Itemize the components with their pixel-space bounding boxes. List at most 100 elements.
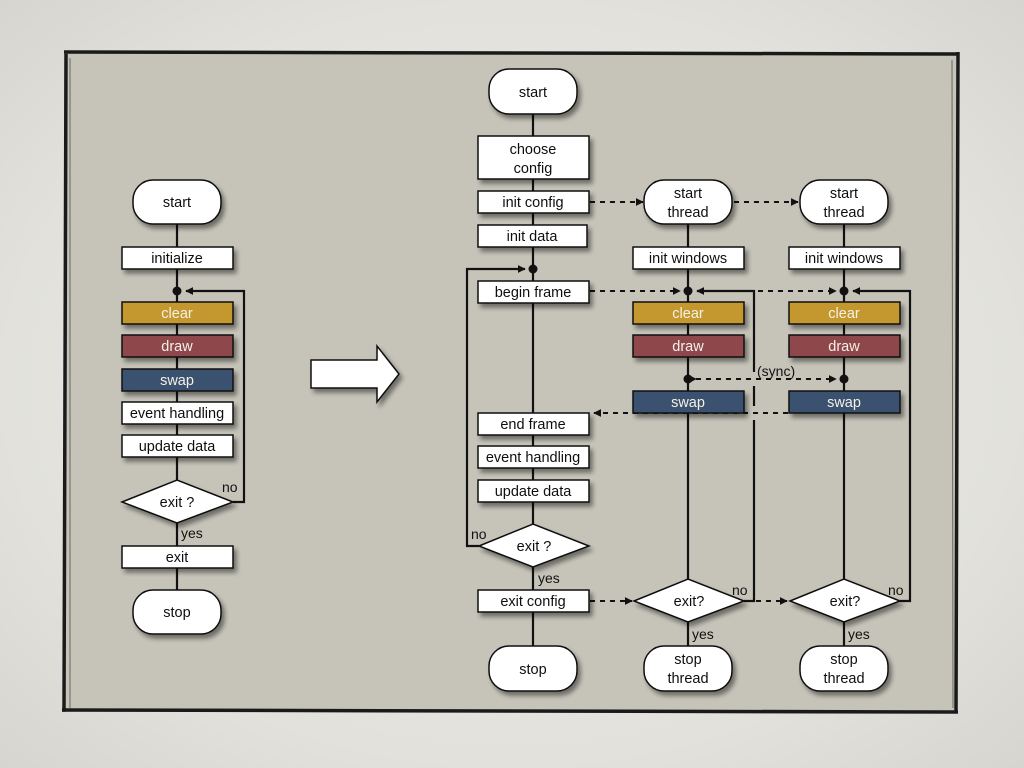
main-exit-decision[interactable]: exit ? (476, 523, 592, 568)
initialize-label: initialize (151, 251, 203, 267)
thread-2-stop-node[interactable]: stop thread (799, 645, 889, 692)
swap-box[interactable]: swap (121, 368, 234, 392)
junction-dot (172, 286, 182, 296)
exit-config-label: exit config (500, 594, 565, 610)
thread-2-clear-box[interactable]: clear (788, 301, 901, 325)
thread-2-no-label: no (888, 582, 904, 598)
thread-2-swap-box[interactable]: swap (788, 390, 901, 414)
exit-config-box[interactable]: exit config (477, 589, 590, 613)
draw-box[interactable]: draw (121, 334, 234, 358)
clear-label: clear (161, 306, 193, 322)
thread-2-exit-decision-label: exit? (830, 594, 861, 610)
event-handling-label: event handling (130, 406, 224, 422)
thread-1-stop-label-line2: thread (667, 671, 708, 687)
frame-loop-arrow (465, 265, 526, 548)
thread-2-stop-label-line2: thread (823, 671, 864, 687)
junction-dot (528, 264, 538, 274)
thread-1-init-windows-box[interactable]: init windows (632, 246, 745, 270)
stop-node[interactable]: stop (132, 589, 222, 635)
thread-2-init-windows-label: init windows (805, 251, 883, 267)
right-arrow-icon (310, 343, 400, 405)
thread-1-connectors (683, 224, 756, 646)
thread-1-draw-box[interactable]: draw (632, 334, 745, 358)
junction-dot (839, 286, 849, 296)
init-data-box[interactable]: init data (477, 224, 588, 248)
thread-2-clear-label: clear (828, 306, 860, 322)
end-frame-box[interactable]: end frame (477, 412, 590, 436)
main-update-data-label: update data (495, 484, 573, 500)
swap-label: swap (160, 373, 194, 389)
thread-1-nodes: start thread init windows clear draw swa… (631, 179, 748, 692)
thread-2-stop-label-line1: stop (830, 652, 857, 668)
exit-box[interactable]: exit (121, 545, 234, 569)
thread-1-stop-label-line1: stop (674, 652, 701, 668)
begin-frame-box[interactable]: begin frame (477, 280, 590, 304)
event-handling-box[interactable]: event handling (121, 401, 234, 425)
thread-1-start-label-line1: start (674, 186, 702, 202)
choose-config-box[interactable]: choose config (477, 135, 590, 180)
sync-dot (683, 374, 693, 384)
thread-1-loop-arrow (697, 291, 756, 603)
exit-label: exit (166, 550, 189, 566)
thread-1-yes-label: yes (692, 626, 714, 642)
thread-1-exit-decision-label: exit? (674, 594, 705, 610)
draw-label: draw (161, 339, 193, 355)
start-node[interactable]: start (132, 179, 222, 225)
thread-1-start-node[interactable]: start thread (643, 179, 733, 225)
thread-2-swap-label: swap (827, 395, 861, 411)
frame-border (61, 50, 960, 714)
thread-messages (590, 198, 837, 605)
thread-2-nodes: start thread init windows clear draw swa… (787, 179, 904, 692)
thread-2-exit-decision[interactable]: exit? (787, 578, 903, 623)
update-data-box[interactable]: update data (121, 434, 234, 458)
clear-box[interactable]: clear (121, 301, 234, 325)
initialize-box[interactable]: initialize (121, 246, 234, 270)
start-label: start (163, 195, 191, 211)
yes-label: yes (181, 525, 203, 541)
stop-label: stop (163, 605, 190, 621)
left-nodes: start initialize clear draw swap event h… (119, 179, 238, 635)
thread-2-init-windows-box[interactable]: init windows (788, 246, 901, 270)
exit-decision[interactable]: exit ? (119, 479, 236, 524)
update-data-label: update data (139, 439, 217, 455)
main-update-data-box[interactable]: update data (477, 479, 590, 503)
choose-config-label-line1: choose (510, 142, 557, 158)
main-start-label: start (519, 85, 547, 101)
main-stop-label: stop (519, 662, 546, 678)
loop-back-arrow (185, 287, 246, 504)
thread-1-swap-label: swap (671, 395, 705, 411)
thread-1-exit-decision[interactable]: exit? (631, 578, 747, 623)
sync-label: (sync) (757, 363, 795, 379)
main-yes-label: yes (538, 570, 560, 586)
thread-1-clear-box[interactable]: clear (632, 301, 745, 325)
thread-2-connectors (839, 224, 912, 646)
main-start-node[interactable]: start (488, 68, 578, 115)
thread-1-swap-box[interactable]: swap (632, 390, 745, 414)
thread-1-stop-node[interactable]: stop thread (643, 645, 733, 692)
no-label: no (222, 479, 238, 495)
thread-2-draw-box[interactable]: draw (788, 334, 901, 358)
thread-2-loop-arrow (852, 287, 912, 603)
main-event-handling-box[interactable]: event handling (477, 445, 590, 469)
thread-1-init-windows-label: init windows (649, 251, 727, 267)
init-data-label: init data (507, 229, 559, 245)
thread-1-clear-label: clear (672, 306, 704, 322)
choose-config-label-line2: config (514, 161, 553, 177)
thread-2-draw-label: draw (828, 339, 860, 355)
main-exit-decision-label: exit ? (517, 539, 552, 555)
thread-1-draw-label: draw (672, 339, 704, 355)
begin-frame-label: begin frame (495, 285, 572, 301)
thread-2-yes-label: yes (848, 626, 870, 642)
thread-2-start-node[interactable]: start thread (799, 179, 889, 225)
exit-decision-label: exit ? (160, 495, 195, 511)
main-nodes: start choose config init config init dat… (471, 68, 592, 692)
init-config-label: init config (502, 195, 563, 211)
init-config-box[interactable]: init config (477, 190, 590, 214)
thread-2-start-label-line1: start (830, 186, 858, 202)
main-no-label: no (471, 526, 487, 542)
main-stop-node[interactable]: stop (488, 645, 578, 692)
end-frame-label: end frame (500, 417, 565, 433)
thread-1-start-label-line2: thread (667, 205, 708, 221)
thread-1-no-label: no (732, 582, 748, 598)
